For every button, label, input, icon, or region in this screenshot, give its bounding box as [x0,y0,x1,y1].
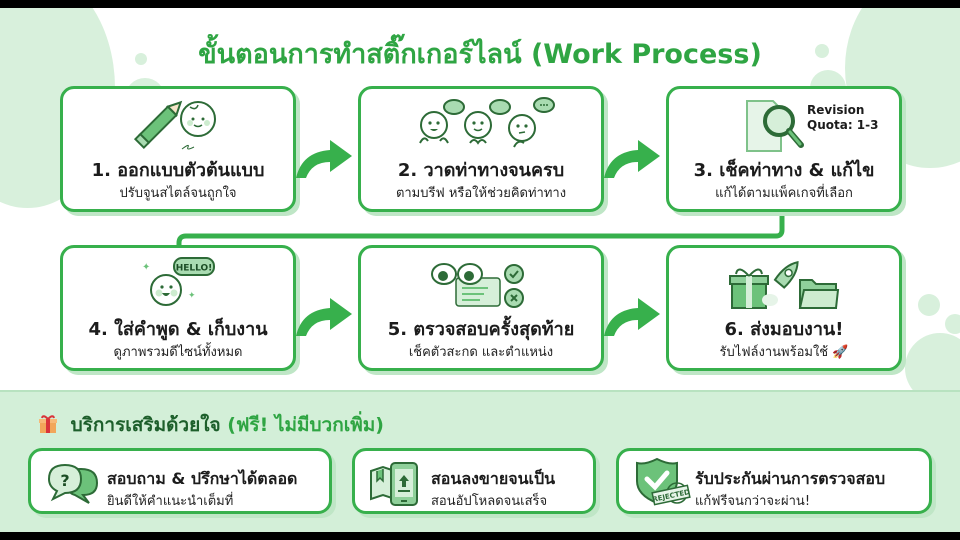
gift-rocket-folder-icon [669,254,899,312]
step-card-3: Revision Quota: 1-3 3. เช็คท่าทาง & แก้ไ… [666,86,902,212]
extra-card-selling: สอนลงขายจนเป็น สอนอัปโหลดจนเสร็จ [352,448,596,514]
step-heading: 2. วาดท่าทางจนครบ [397,160,565,181]
page-title: ขั้นตอนการทำสติ๊กเกอร์ไลน์ (Work Process… [198,39,762,70]
step-card-2: 2. วาดท่าทางจนครบ ตามบรีฟ หรือให้ช่วยคิด… [358,86,604,212]
arrow-right-icon [604,140,660,178]
eyes-checklist-icon [361,254,601,312]
pencil-face-icon [63,95,293,153]
step-description: ดูภาพรวมดีไซน์ทั้งหมด [113,345,243,360]
svg-text:✦: ✦ [142,262,150,273]
step-description: ตามบรีฟ หรือให้ช่วยคิดท่าทาง [395,186,567,201]
extras-heading: บริการเสริมด้วยใจ (ฟรี! ไม่มีบวกเพิ่ม) [38,410,384,440]
step-card-4: HELLO! ✦ ✦ 4. ใส่คำพูด & เก็บงาน ดูภาพรว… [60,245,296,371]
step-heading: 3. เช็คท่าทาง & แก้ไข [693,160,875,181]
step-heading: 4. ใส่คำพูด & เก็บงาน [88,319,268,340]
bg-blob [135,53,147,65]
step-description: รับไฟล์งานพร้อมใช้ 🚀 [719,345,849,360]
book-phone-upload-icon [370,462,418,506]
extra-card-guarantee: REJECTED รับประกันผ่านการตรวจสอบ แก้ฟรีจ… [616,448,932,514]
shield-check-icon: REJECTED [636,457,691,506]
extra-description: สอนอัปโหลดจนเสร็จ [431,494,548,509]
bg-blob [918,294,940,316]
step-heading: 1. ออกแบบตัวต้นแบบ [91,160,265,181]
extras-title-text: บริการเสริมด้วยใจ [70,414,221,436]
arrow-right-icon [296,140,352,178]
step-description: เช็คตัวสะกด และตำแหน่ง [408,345,554,360]
svg-text:?: ? [60,471,69,490]
revision-label: Revision [807,103,865,117]
step-heading: 6. ส่งมอบงาน! [724,319,844,340]
step-card-5: 5. ตรวจสอบครั้งสุดท้าย เช็คตัวสะกด และตำ… [358,245,604,371]
step-description: แก้ได้ตามแพ็คเกจที่เลือก [715,186,853,201]
extra-description: ยินดีให้คำแนะนำเต็มที่ [107,494,234,509]
bg-blob [945,314,960,334]
extra-card-consult: ? สอบถาม & ปรึกษาได้ตลอด ยินดีให้คำแนะนำ… [28,448,332,514]
hello-bubble-text: HELLO! [176,264,213,274]
flow-connector [176,216,785,254]
extra-title: สอนลงขายจนเป็น [431,469,556,488]
magnifier-document-icon [739,95,809,153]
revision-quota-value: Quota: 1-3 [807,118,879,132]
arrow-right-icon [296,298,352,336]
step-card-1: 1. ออกแบบตัวต้นแบบ ปรับจูนสไตล์จนถูกใจ [60,86,296,212]
gift-icon [39,415,57,433]
characters-chat-icon [361,95,601,153]
hello-face-icon: HELLO! ✦ ✦ [63,254,293,312]
bg-blob [815,44,829,58]
svg-text:✦: ✦ [188,291,196,301]
extra-title: รับประกันผ่านการตรวจสอบ [695,469,886,488]
step-card-6: 6. ส่งมอบงาน! รับไฟล์งานพร้อมใช้ 🚀 [666,245,902,371]
extra-title: สอบถาม & ปรึกษาได้ตลอด [107,469,298,488]
question-chat-icon: ? [47,463,99,504]
infographic: ขั้นตอนการทำสติ๊กเกอร์ไลน์ (Work Process… [0,8,960,532]
extras-free-label: (ฟรี! ไม่มีบวกเพิ่ม) [227,414,384,436]
revision-quota-badge: Revision Quota: 1-3 [807,103,878,133]
step-heading: 5. ตรวจสอบครั้งสุดท้าย [387,319,575,340]
arrow-right-icon [604,298,660,336]
extra-description: แก้ฟรีจนกว่าจะผ่าน! [695,494,811,509]
step-description: ปรับจูนสไตล์จนถูกใจ [119,186,237,201]
